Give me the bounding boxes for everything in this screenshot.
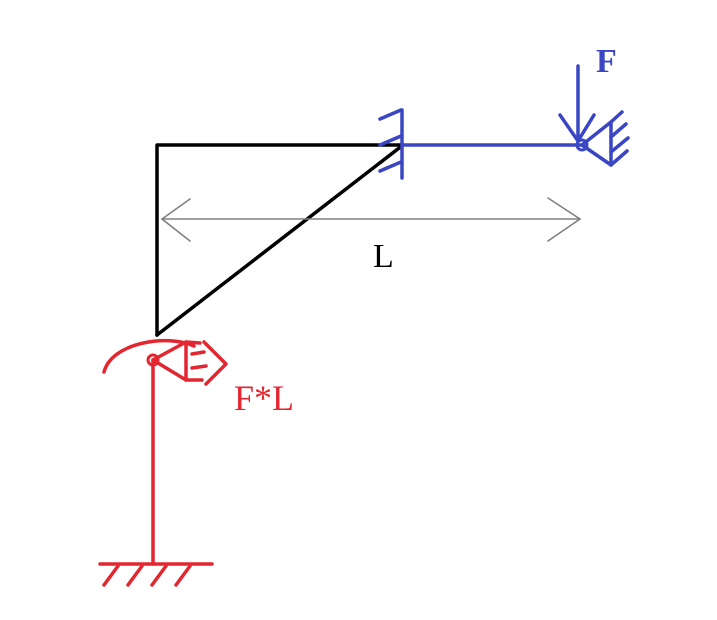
blue-cantilever — [378, 64, 630, 180]
node-support-icon — [146, 340, 228, 386]
dimension-left-arrow-icon — [160, 198, 191, 242]
moment-label: F*L — [234, 378, 294, 418]
red-column — [98, 338, 228, 587]
length-label: L — [373, 238, 394, 275]
dimension-right-arrow-icon — [547, 197, 582, 242]
ground-fixed-support-icon — [98, 562, 214, 587]
force-label: F — [596, 43, 617, 80]
frame-diagonal-brace — [155, 143, 405, 337]
pin-support-icon — [575, 110, 630, 167]
clamp-support-icon — [378, 108, 404, 180]
frame-post-and-beam — [155, 143, 405, 337]
dimension-line — [160, 197, 582, 242]
black-frame — [155, 143, 405, 337]
force-arrow-icon — [558, 64, 596, 143]
